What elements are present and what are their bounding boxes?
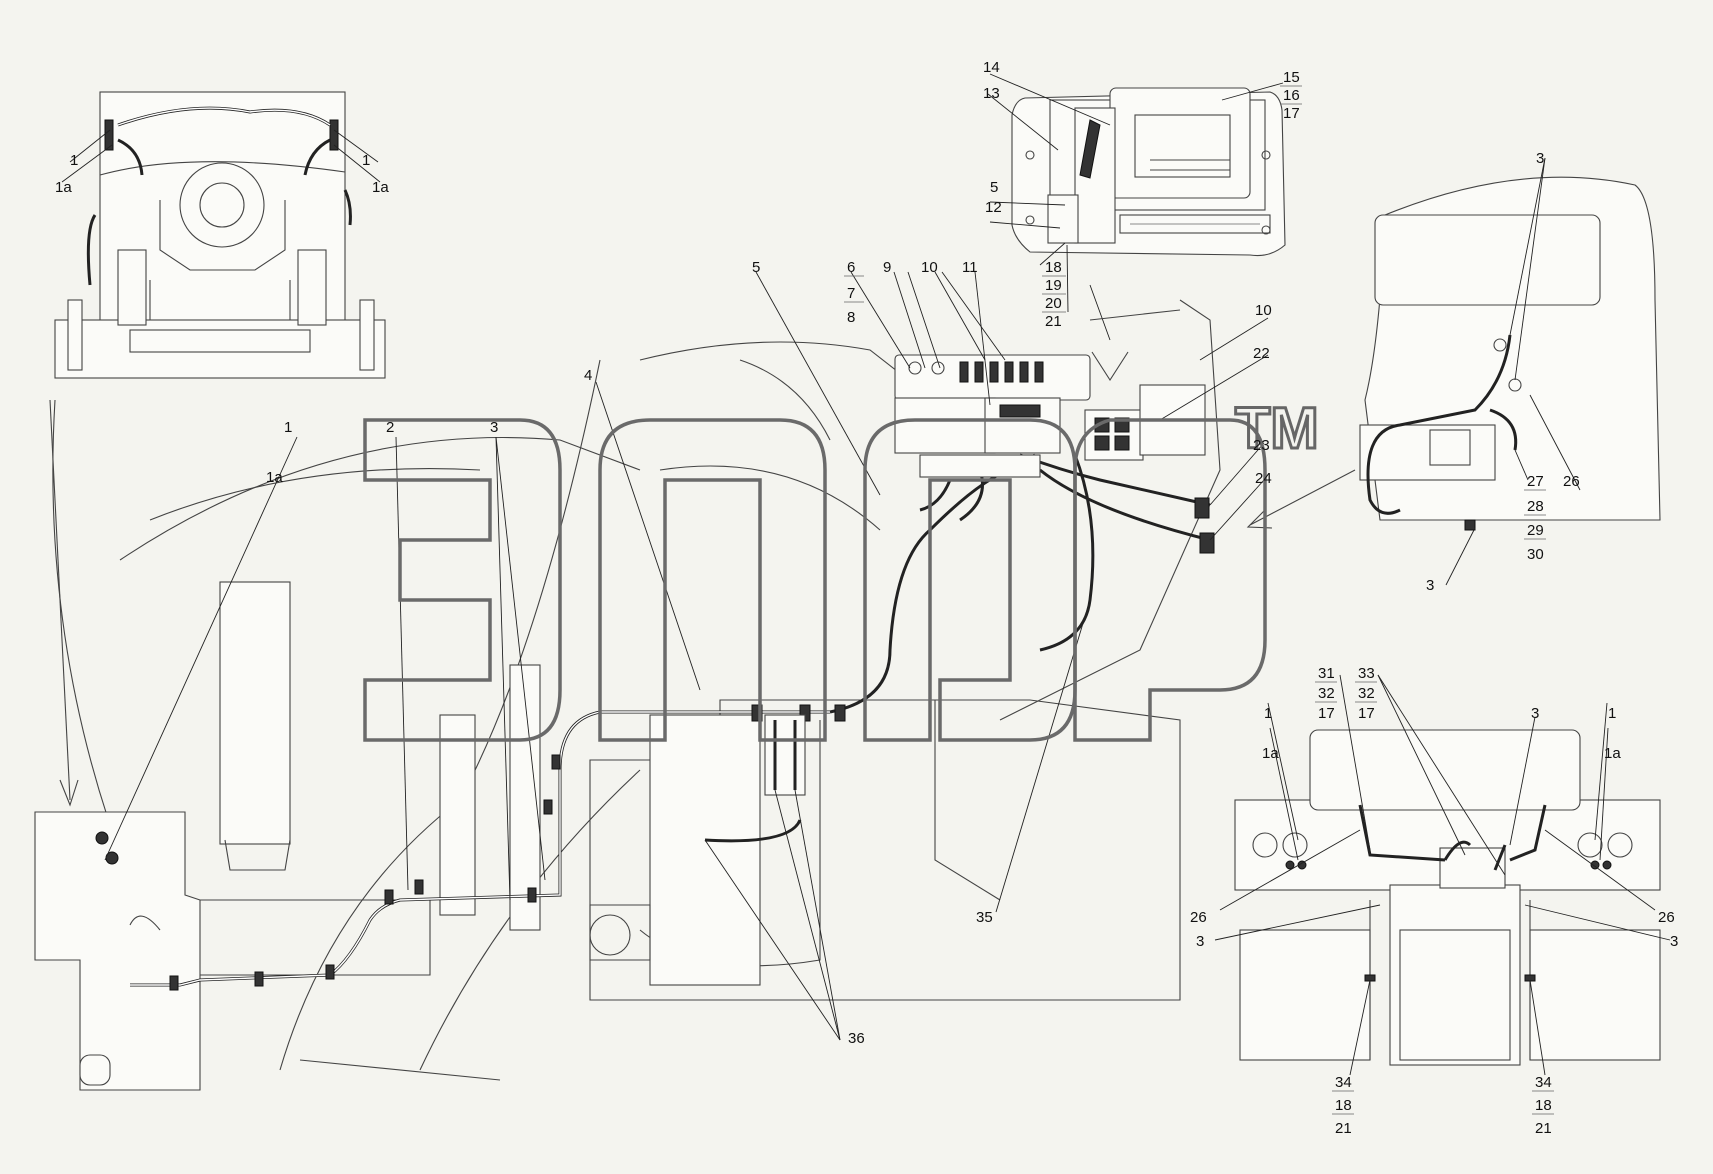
callout-21: 21	[1535, 1120, 1552, 1137]
main-side-view	[34, 271, 1269, 1091]
callout-30: 30	[1527, 546, 1544, 563]
callout-4: 4	[584, 367, 592, 384]
callout-24: 24	[1255, 470, 1272, 487]
callout-23: 23	[1253, 437, 1270, 454]
callout-18: 18	[1535, 1097, 1552, 1114]
callout-32: 32	[1358, 685, 1375, 702]
callout-16: 16	[1283, 87, 1300, 104]
callout-34: 34	[1335, 1074, 1352, 1091]
callout-10: 10	[1255, 302, 1272, 319]
valve-detail-right	[1246, 157, 1661, 586]
callout-1: 1	[284, 419, 292, 436]
callout-1: 1	[70, 152, 78, 169]
callout-20: 20	[1045, 295, 1062, 312]
callout-34: 34	[1535, 1074, 1552, 1091]
callout-3: 3	[1531, 705, 1539, 722]
callout-14: 14	[983, 59, 1000, 76]
line-clamps	[169, 497, 1215, 991]
callout-21: 21	[1335, 1120, 1352, 1137]
callout-10: 10	[921, 259, 938, 276]
watermark-logo: TM	[363, 395, 1320, 742]
callout-1a: 1a	[266, 469, 283, 486]
callout-5: 5	[752, 259, 760, 276]
callout-3: 3	[1670, 933, 1678, 950]
callout-22: 22	[1253, 345, 1270, 362]
callout-1a: 1a	[372, 179, 389, 196]
callout-3: 3	[490, 419, 498, 436]
callout-33: 33	[1358, 665, 1375, 682]
callout-18: 18	[1045, 259, 1062, 276]
callout-1: 1	[1264, 705, 1272, 722]
callout-26: 26	[1563, 473, 1580, 490]
callout-1: 1	[1608, 705, 1616, 722]
callout-17: 17	[1358, 705, 1375, 722]
callout-21: 21	[1045, 313, 1062, 330]
callout-9: 9	[883, 259, 891, 276]
callout-15: 15	[1283, 69, 1300, 86]
callout-1a: 1a	[55, 179, 72, 196]
callout-2: 2	[386, 419, 394, 436]
callout-8: 8	[847, 309, 855, 326]
callout-36: 36	[848, 1030, 865, 1047]
console-top-view	[987, 73, 1286, 382]
callout-31: 31	[1318, 665, 1335, 682]
rear-axle-view-bottom-right	[1214, 674, 1671, 1076]
callout-7: 7	[847, 285, 855, 302]
callout-28: 28	[1527, 498, 1544, 515]
callout-1a: 1a	[1262, 745, 1279, 762]
callout-3: 3	[1536, 150, 1544, 167]
callout-6: 6	[847, 259, 855, 276]
callout-12: 12	[985, 199, 1002, 216]
callout-labels: 1 1a 1 1a 14 13 15 16 17 5 12 18 19 20 2…	[55, 59, 1678, 1137]
callout-11: 11	[962, 259, 978, 276]
rear-view-top-left	[54, 91, 386, 379]
callout-17: 17	[1318, 705, 1335, 722]
callout-27: 27	[1527, 473, 1544, 490]
callout-3: 3	[1426, 577, 1434, 594]
callout-35: 35	[976, 909, 993, 926]
callout-18: 18	[1335, 1097, 1352, 1114]
trademark-mark: TM	[1235, 396, 1319, 461]
callout-32: 32	[1318, 685, 1335, 702]
callout-19: 19	[1045, 277, 1062, 294]
callout-29: 29	[1527, 522, 1544, 539]
callout-17: 17	[1283, 105, 1300, 122]
callout-1a: 1a	[1604, 745, 1621, 762]
callout-26: 26	[1190, 909, 1207, 926]
panel-switches	[908, 361, 1044, 418]
callout-13: 13	[983, 85, 1000, 102]
label-rules	[844, 85, 1554, 1115]
callout-5: 5	[990, 179, 998, 196]
callout-26: 26	[1658, 909, 1675, 926]
callout-3: 3	[1196, 933, 1204, 950]
callout-1: 1	[362, 152, 370, 169]
